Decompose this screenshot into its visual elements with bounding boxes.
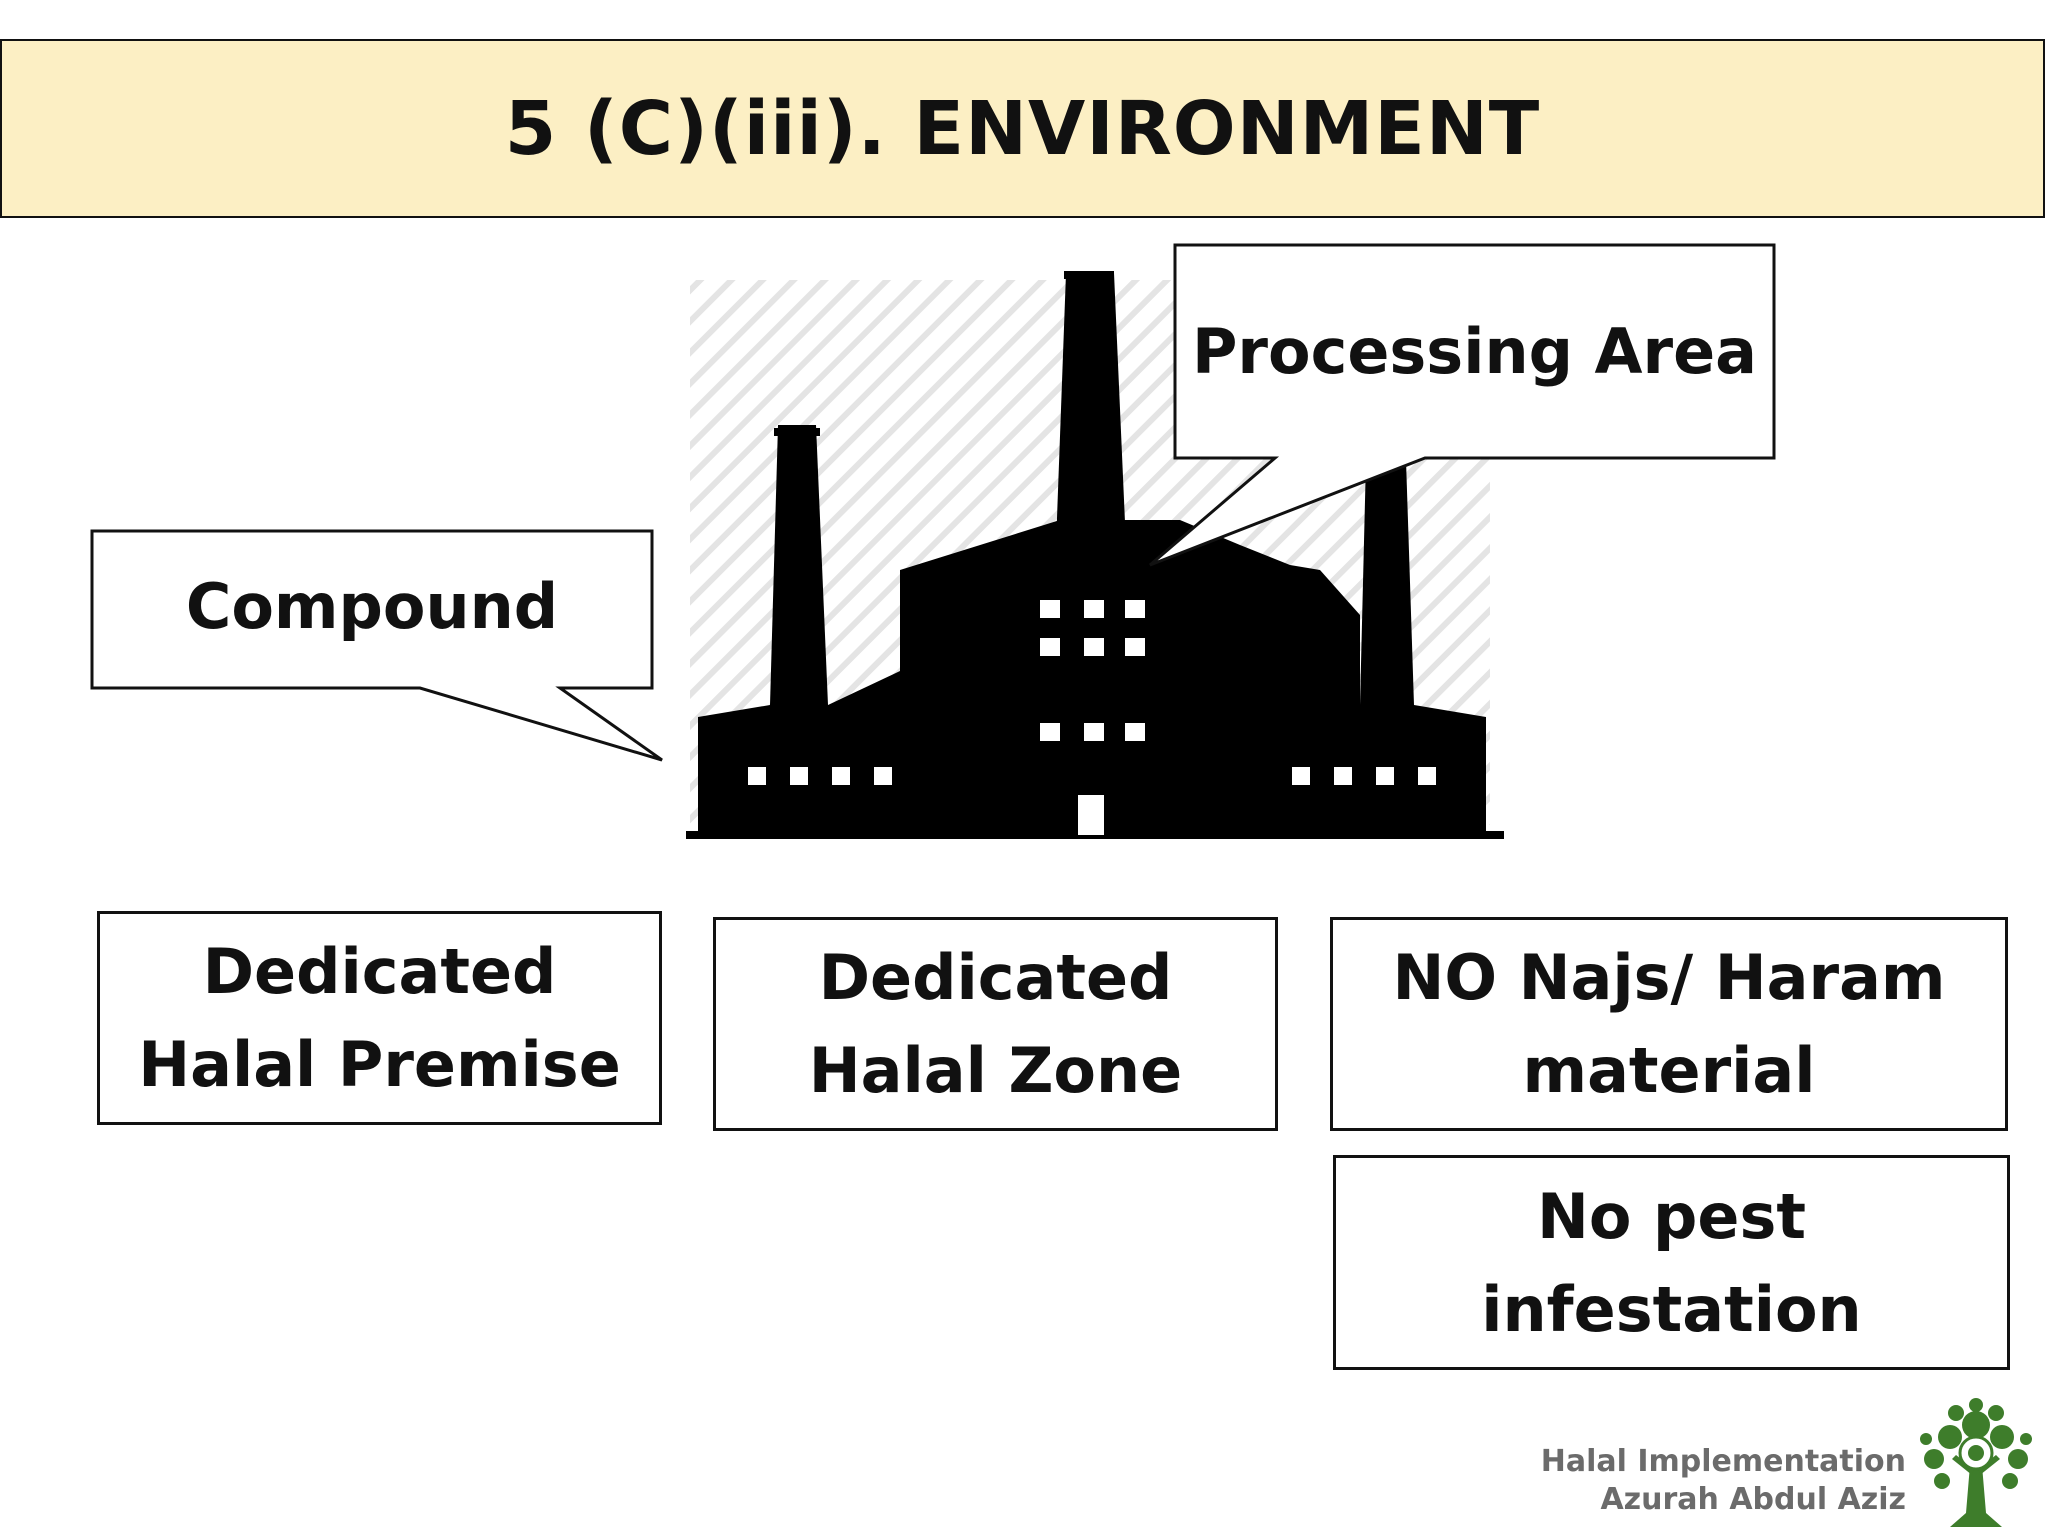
processing-area-label: Processing Area xyxy=(1191,315,1758,388)
left-chimney xyxy=(770,425,828,705)
left-windows xyxy=(748,767,892,785)
compound-callout-shape xyxy=(90,529,663,762)
center-chimney xyxy=(1056,273,1126,545)
no-pest-infestation-box: No pest infestation xyxy=(1333,1155,2010,1370)
center-windows xyxy=(1040,600,1145,741)
right-windows xyxy=(1292,767,1436,785)
premise-line-1: Dedicated xyxy=(202,935,557,1008)
zone-line-1: Dedicated xyxy=(818,941,1173,1014)
pest-line: No pest infestation xyxy=(1481,1179,1862,1346)
slide-title: 5 (C)(iii). ENVIRONMENT xyxy=(504,85,1541,172)
zone-line-2: Halal Zone xyxy=(808,1034,1183,1107)
footer-line-1: Halal Implementation xyxy=(1540,1444,1906,1479)
no-najs-haram-box: NO Najs/ Haram material xyxy=(1330,917,2008,1131)
compound-label: Compound xyxy=(185,570,559,643)
premise-line-2: Halal Premise xyxy=(138,1028,621,1101)
dedicated-halal-premise-box: Dedicated Halal Premise xyxy=(97,911,662,1125)
najs-line-2: material xyxy=(1522,1034,1816,1107)
factory-body xyxy=(698,520,1486,837)
factory-door xyxy=(1078,795,1104,835)
najs-line-1: NO Najs/ Haram xyxy=(1392,941,1946,1014)
tree-logo-icon xyxy=(1920,1398,2032,1527)
title-bar: 5 (C)(iii). ENVIRONMENT xyxy=(0,39,2045,218)
dedicated-halal-zone-box: Dedicated Halal Zone xyxy=(713,917,1278,1131)
footer-line-2: Azurah Abdul Aziz xyxy=(1600,1482,1906,1517)
right-chimney xyxy=(1360,460,1414,705)
